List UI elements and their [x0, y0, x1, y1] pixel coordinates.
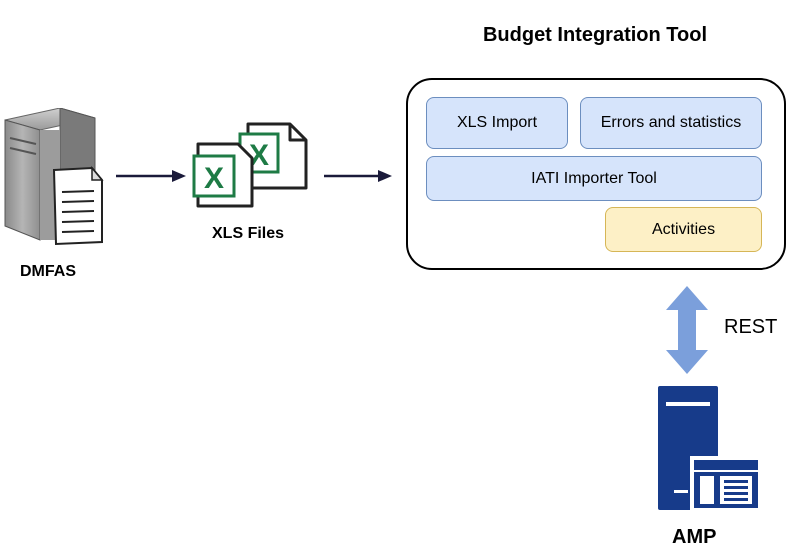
amp-server-icon [658, 386, 760, 510]
amp-label: AMP [672, 526, 717, 548]
excel-files-icon: X X [192, 122, 308, 208]
iati-importer-box: IATI Importer Tool [426, 156, 762, 201]
xls-import-box: XLS Import [426, 97, 568, 149]
svg-text:X: X [249, 139, 269, 172]
arrow-xls-to-tool [324, 170, 392, 182]
svg-text:X: X [204, 162, 224, 195]
rest-label: REST [724, 316, 778, 338]
xls-files-label: XLS Files [212, 225, 285, 242]
bidirectional-arrow-icon [666, 286, 708, 374]
errors-statistics-box: Errors and statistics [580, 97, 762, 149]
activities-box: Activities [605, 207, 762, 252]
arrow-dmfas-to-xls [116, 170, 186, 182]
dmfas-label: DMFAS [20, 263, 76, 280]
diagram-title: Budget Integration Tool [482, 24, 708, 46]
server-document-icon [4, 108, 104, 246]
